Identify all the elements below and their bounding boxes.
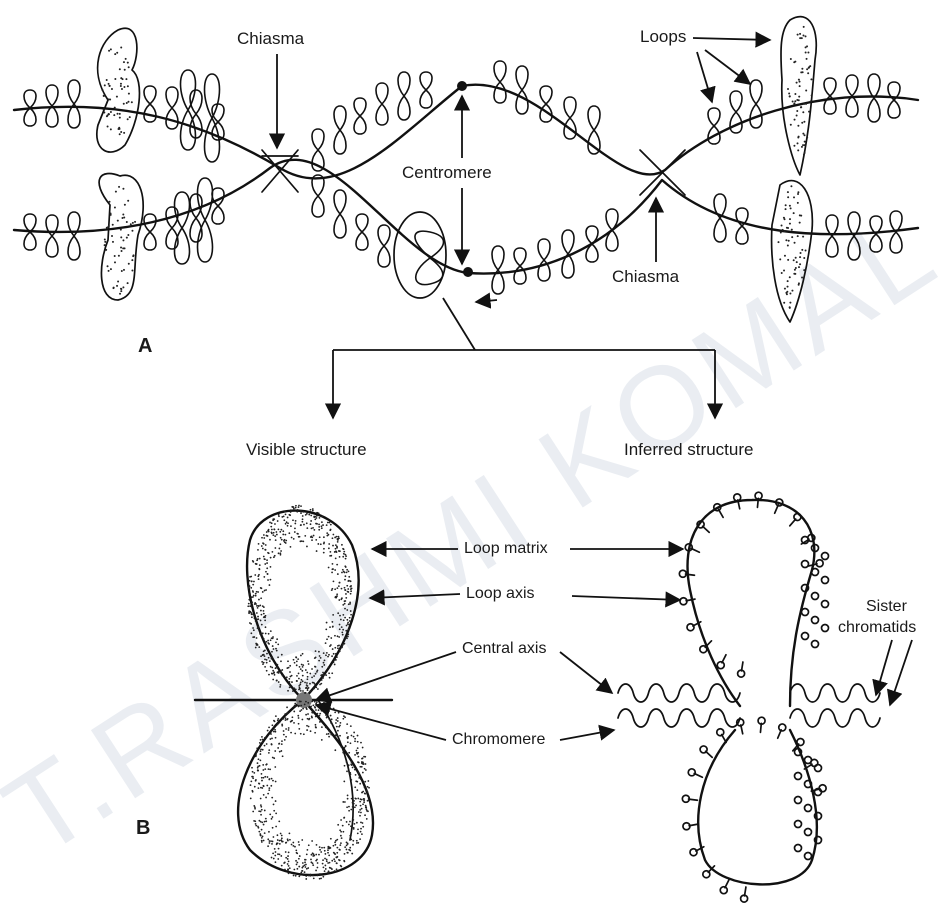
arrow-chromomere-right: [560, 730, 614, 740]
highlighted-loop-outline: [394, 212, 446, 298]
arrow-central-axis-right: [560, 652, 612, 693]
lateral-loop-pair: [516, 66, 528, 114]
lateral-loop-pair: [205, 74, 220, 162]
label-chiasma-bottom: Chiasma: [612, 267, 680, 286]
arrow-loops-2: [705, 50, 750, 84]
lateral-loop-pair: [494, 61, 506, 103]
giant-loop-left-bottom: [99, 174, 143, 300]
arrow-small-left: [476, 300, 497, 302]
lateral-loop-pair: [312, 175, 324, 217]
label-chromatids: chromatids: [838, 619, 916, 636]
arrow-loop-axis-right: [572, 596, 680, 600]
label-chromomere: Chromomere: [452, 731, 545, 748]
visible-loop-inner: [318, 700, 353, 840]
centromere-upper: [457, 81, 467, 91]
lateral-loop-pair: [750, 80, 762, 128]
highlighted-loop: [415, 231, 444, 284]
giant-loop-right-top: [781, 17, 816, 175]
panel-a-label: A: [138, 335, 152, 357]
inferred-loop-lower: [698, 730, 817, 884]
connector-stem: [443, 298, 475, 350]
lateral-loop-pair: [198, 178, 213, 262]
lateral-loop-pair: [824, 78, 836, 114]
lateral-loop-pair: [354, 98, 366, 134]
lateral-loop-pair: [398, 72, 410, 120]
label-loops: Loops: [640, 27, 686, 46]
lateral-loop-pair: [212, 188, 224, 224]
centromere-lower: [463, 267, 473, 277]
sister-chromatid-wiggles: [618, 684, 880, 727]
lateral-loop-pair: [888, 82, 900, 118]
lateral-loop-pair: [540, 86, 552, 122]
arrow-sister-1: [876, 640, 892, 695]
lateral-loop-pair: [175, 192, 190, 264]
lateral-loop-pair: [492, 246, 504, 294]
label-sister: Sister: [866, 598, 908, 615]
lateral-loop-pair: [144, 214, 156, 250]
giant-loop-left-top: [97, 28, 140, 152]
lateral-loop-pair: [68, 80, 80, 128]
lateral-loop-pair: [46, 215, 58, 257]
label-chiasma-top: Chiasma: [237, 29, 305, 48]
chiasma-cross-right: [640, 150, 685, 195]
lateral-loop-pair: [334, 106, 346, 154]
lateral-loop-pair: [736, 208, 748, 244]
arrow-sister-2: [890, 640, 912, 705]
lateral-loop-pair: [378, 225, 390, 267]
lateral-loop-pair: [420, 72, 432, 108]
label-loop-axis: Loop axis: [466, 585, 535, 602]
watermark-text: T.RASHMI KOMAL: [0, 183, 949, 882]
lateral-loop-pair: [514, 248, 526, 284]
inferred-loop-figure: [618, 492, 880, 902]
lateral-loop-pair: [356, 214, 368, 250]
label-centromere: Centromere: [402, 163, 492, 182]
arrow-loops-1: [693, 38, 770, 40]
lateral-loop-pair: [376, 83, 388, 125]
label-central-axis: Central axis: [462, 640, 546, 657]
panel-b-label: B: [136, 817, 150, 839]
lateral-loop-pair: [190, 194, 202, 242]
label-loop-matrix: Loop matrix: [464, 540, 548, 557]
label-inferred-structure: Inferred structure: [624, 440, 753, 459]
lateral-loop-pair: [606, 209, 618, 251]
lateral-loop-pair: [68, 212, 80, 260]
arrow-loops-3: [697, 52, 712, 102]
lateral-loop-pair: [538, 239, 550, 281]
lateral-loop-pair: [586, 226, 598, 262]
lateral-loop-pair: [868, 74, 880, 122]
label-visible-structure: Visible structure: [246, 440, 367, 459]
lateral-loop-pair: [334, 190, 346, 238]
